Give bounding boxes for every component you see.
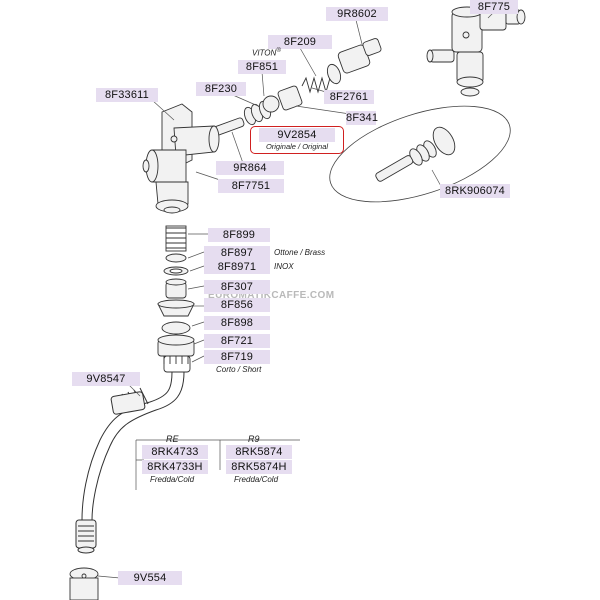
label-8F775: 8F775 — [470, 0, 518, 14]
label-8F721: 8F721 — [204, 334, 270, 348]
label-9R8602: 9R8602 — [326, 7, 388, 21]
tap-parts-stack-drawing — [157, 225, 195, 373]
label-8RK5874H: 8RK5874H — [226, 460, 292, 474]
highlighted-part-box: 9V2854 Originale / Original — [250, 126, 344, 154]
viton-note: VITON — [252, 48, 277, 58]
label-8RK906074: 8RK906074 — [440, 184, 510, 198]
ottone-note: Ottone / Brass — [274, 248, 326, 257]
corto-note: Corto / Short — [216, 365, 262, 374]
repair-kit-drawing — [329, 105, 511, 203]
originale-note: Originale / Original — [265, 142, 329, 151]
fredda-note-r9: Fredda/Cold — [234, 475, 279, 484]
label-8F719: 8F719 — [204, 350, 270, 364]
label-8F2761: 8F2761 — [324, 90, 374, 104]
steam-valve-stem-drawing — [213, 38, 382, 136]
label-8F899: 8F899 — [208, 228, 270, 242]
label-9V554: 9V554 — [118, 571, 182, 585]
label-8RK4733: 8RK4733 — [142, 445, 208, 459]
viton-registered-mark: ® — [276, 48, 281, 54]
valve-body-drawing — [142, 103, 220, 214]
label-8RK4733H: 8RK4733H — [142, 460, 208, 474]
label-8F230: 8F230 — [196, 82, 246, 96]
steam-wand-pipe-drawing — [75, 371, 185, 554]
label-8F851: 8F851 — [238, 60, 286, 74]
label-8F307: 8F307 — [204, 280, 270, 294]
steam-tip-drawing — [69, 567, 99, 600]
label-8F209: 8F209 — [268, 35, 332, 49]
label-9V8547: 9V8547 — [72, 372, 140, 386]
label-8F7751: 8F7751 — [218, 179, 284, 193]
label-8F8971: 8F8971 — [204, 260, 270, 274]
label-9V2854: 9V2854 — [259, 128, 335, 142]
label-8F856: 8F856 — [204, 298, 270, 312]
inox-note: INOX — [274, 262, 294, 271]
label-8F341: 8F341 — [346, 111, 379, 125]
valve-assembly-top-right-drawing — [426, 6, 526, 97]
label-8F897: 8F897 — [204, 246, 270, 260]
r9-column-header: R9 — [248, 434, 260, 444]
re-column-header: RE — [166, 434, 179, 444]
label-8F898: 8F898 — [204, 316, 270, 330]
watermark-text: EUROMATIKCAFFE.COM — [208, 290, 335, 301]
fredda-note-re: Fredda/Cold — [150, 475, 195, 484]
label-9R864: 9R864 — [216, 161, 284, 175]
label-8F33611: 8F33611 — [96, 88, 158, 102]
label-8RK5874: 8RK5874 — [226, 445, 292, 459]
